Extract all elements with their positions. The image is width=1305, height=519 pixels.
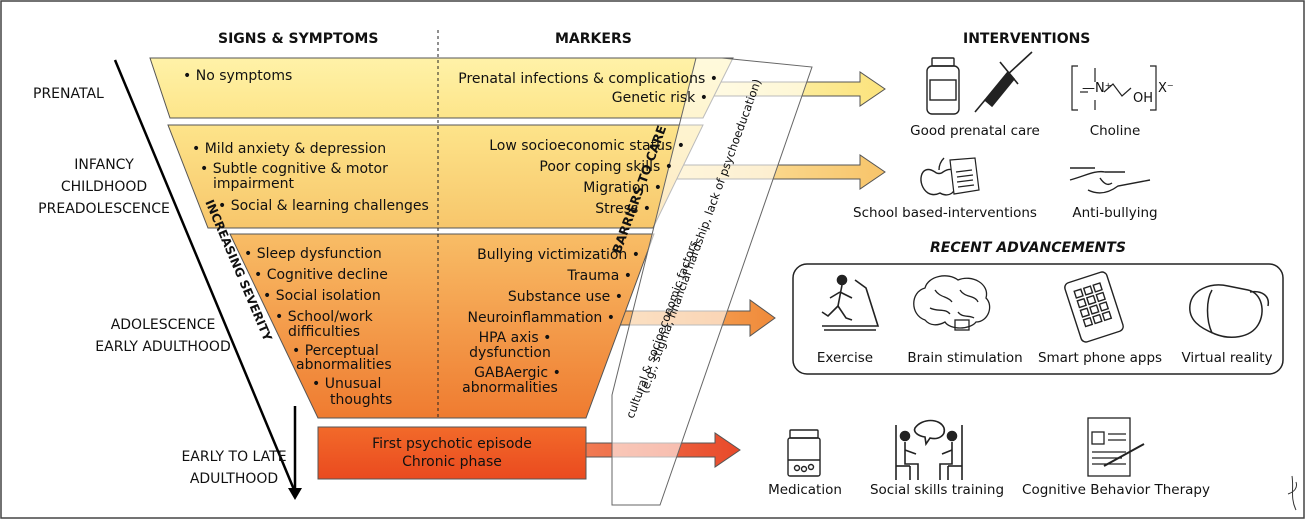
marker-item: Migration •: [583, 180, 662, 196]
caption-anti-bullying: Anti-bullying: [1072, 205, 1158, 221]
vitamins-icon: [926, 57, 960, 115]
symptom-item-cont: abnormalities: [296, 357, 392, 373]
symptom-item: • Cognitive decline: [254, 267, 388, 283]
marker-item-cont: abnormalities: [462, 380, 558, 396]
test-paper-icon: [949, 157, 980, 195]
symptom-item-cont: impairment: [213, 176, 295, 192]
symptom-item-cont: difficulties: [288, 324, 361, 340]
symptom-item: • Perceptual: [292, 343, 379, 359]
marker-item: Substance use •: [507, 289, 623, 305]
stage-adulthood: ADULTHOOD: [189, 471, 279, 487]
symptom-item: • School/work: [275, 309, 373, 325]
choline-n-plus: —N⁺: [1082, 81, 1112, 96]
caption-vr: Virtual reality: [1181, 350, 1273, 366]
choline-oh: OH: [1133, 91, 1154, 106]
column-header-markers: MARKERS: [555, 31, 632, 47]
handshake-icon: [1069, 167, 1151, 194]
choline-formula-icon: [1071, 65, 1157, 111]
barriers-band: [611, 57, 813, 506]
social-skills-icon: [895, 419, 963, 480]
funnel-layer-prenatal: [149, 57, 734, 119]
syringe-icon: [974, 51, 1033, 113]
funnel-layer-childhood: [167, 124, 704, 229]
adulthood-line-2: Chronic phase: [402, 454, 502, 470]
symptom-item: • No symptoms: [183, 68, 293, 84]
marker-item: HPA axis •: [478, 330, 552, 346]
stage-infancy: INFANCY: [74, 157, 134, 173]
marker-item-cont: dysfunction: [469, 345, 551, 361]
vr-headset-icon: [1189, 284, 1270, 338]
recent-advancements-title: RECENT ADVANCEMENTS: [930, 240, 1126, 256]
apple-icon: [920, 157, 959, 196]
marker-item: GABAergic •: [474, 365, 561, 381]
stage-preadolescence: PREADOLESCENCE: [38, 201, 170, 217]
caption-social-skills: Social skills training: [869, 482, 1005, 498]
caption-choline: Choline: [1089, 123, 1141, 139]
caption-exercise: Exercise: [816, 350, 874, 366]
cbt-worksheet-icon: [1087, 417, 1145, 477]
severity-arrow: [113, 59, 302, 500]
marker-item: Bullying victimization •: [477, 247, 640, 263]
artist-signature: [1287, 475, 1297, 511]
marker-item: Low socioeconomic status •: [489, 138, 685, 154]
caption-medication: Medication: [768, 482, 842, 498]
treadmill-icon: [821, 274, 880, 331]
marker-item: Prenatal infections & complications •: [458, 71, 718, 87]
stage-adolescence: ADOLESCENCE: [110, 317, 216, 333]
column-header-interventions: INTERVENTIONS: [963, 31, 1091, 47]
smartphone-apps-icon: [1064, 271, 1124, 343]
symptom-item: • Mild anxiety & depression: [192, 141, 387, 157]
marker-item: Trauma •: [567, 268, 632, 284]
funnel-layer-adulthood: [317, 426, 587, 480]
recent-advancements-box: [792, 263, 1284, 375]
stage-childhood: CHILDHOOD: [60, 179, 148, 195]
stage-early-adulthood: EARLY ADULTHOOD: [95, 339, 231, 355]
stage-early-to-late: EARLY TO LATE: [181, 449, 287, 465]
brain-stimulation-icon: [913, 275, 991, 331]
symptom-item: • Unusual: [312, 376, 382, 392]
symptom-item: • Sleep dysfunction: [244, 246, 382, 262]
marker-item: Stress •: [595, 201, 651, 217]
symptom-item: • Social isolation: [263, 288, 381, 304]
caption-brain-stimulation: Brain stimulation: [907, 350, 1023, 366]
marker-item: Genetic risk •: [611, 90, 708, 106]
caption-cbt: Cognitive Behavior Therapy: [1022, 482, 1210, 498]
medication-icon: [787, 429, 821, 477]
caption-prenatal-care: Good prenatal care: [910, 123, 1040, 139]
symptom-item: • Social & learning challenges: [218, 198, 429, 214]
funnel-layer-adolescence: [229, 233, 655, 419]
marker-item: Neuroinflammation •: [467, 310, 615, 326]
caption-school: School based-interventions: [853, 205, 1037, 221]
symptom-item-cont: thoughts: [330, 392, 393, 408]
stage-prenatal: PRENATAL: [33, 86, 104, 102]
funnel: [149, 57, 734, 480]
symptom-item: • Subtle cognitive & motor: [200, 161, 388, 177]
choline-x: X⁻: [1158, 81, 1174, 96]
caption-phone-apps: Smart phone apps: [1037, 350, 1163, 366]
marker-item: Poor coping skills •: [539, 159, 673, 175]
column-header-signs: SIGNS & SYMPTOMS: [218, 31, 379, 47]
adulthood-line-1: First psychotic episode: [372, 436, 532, 452]
